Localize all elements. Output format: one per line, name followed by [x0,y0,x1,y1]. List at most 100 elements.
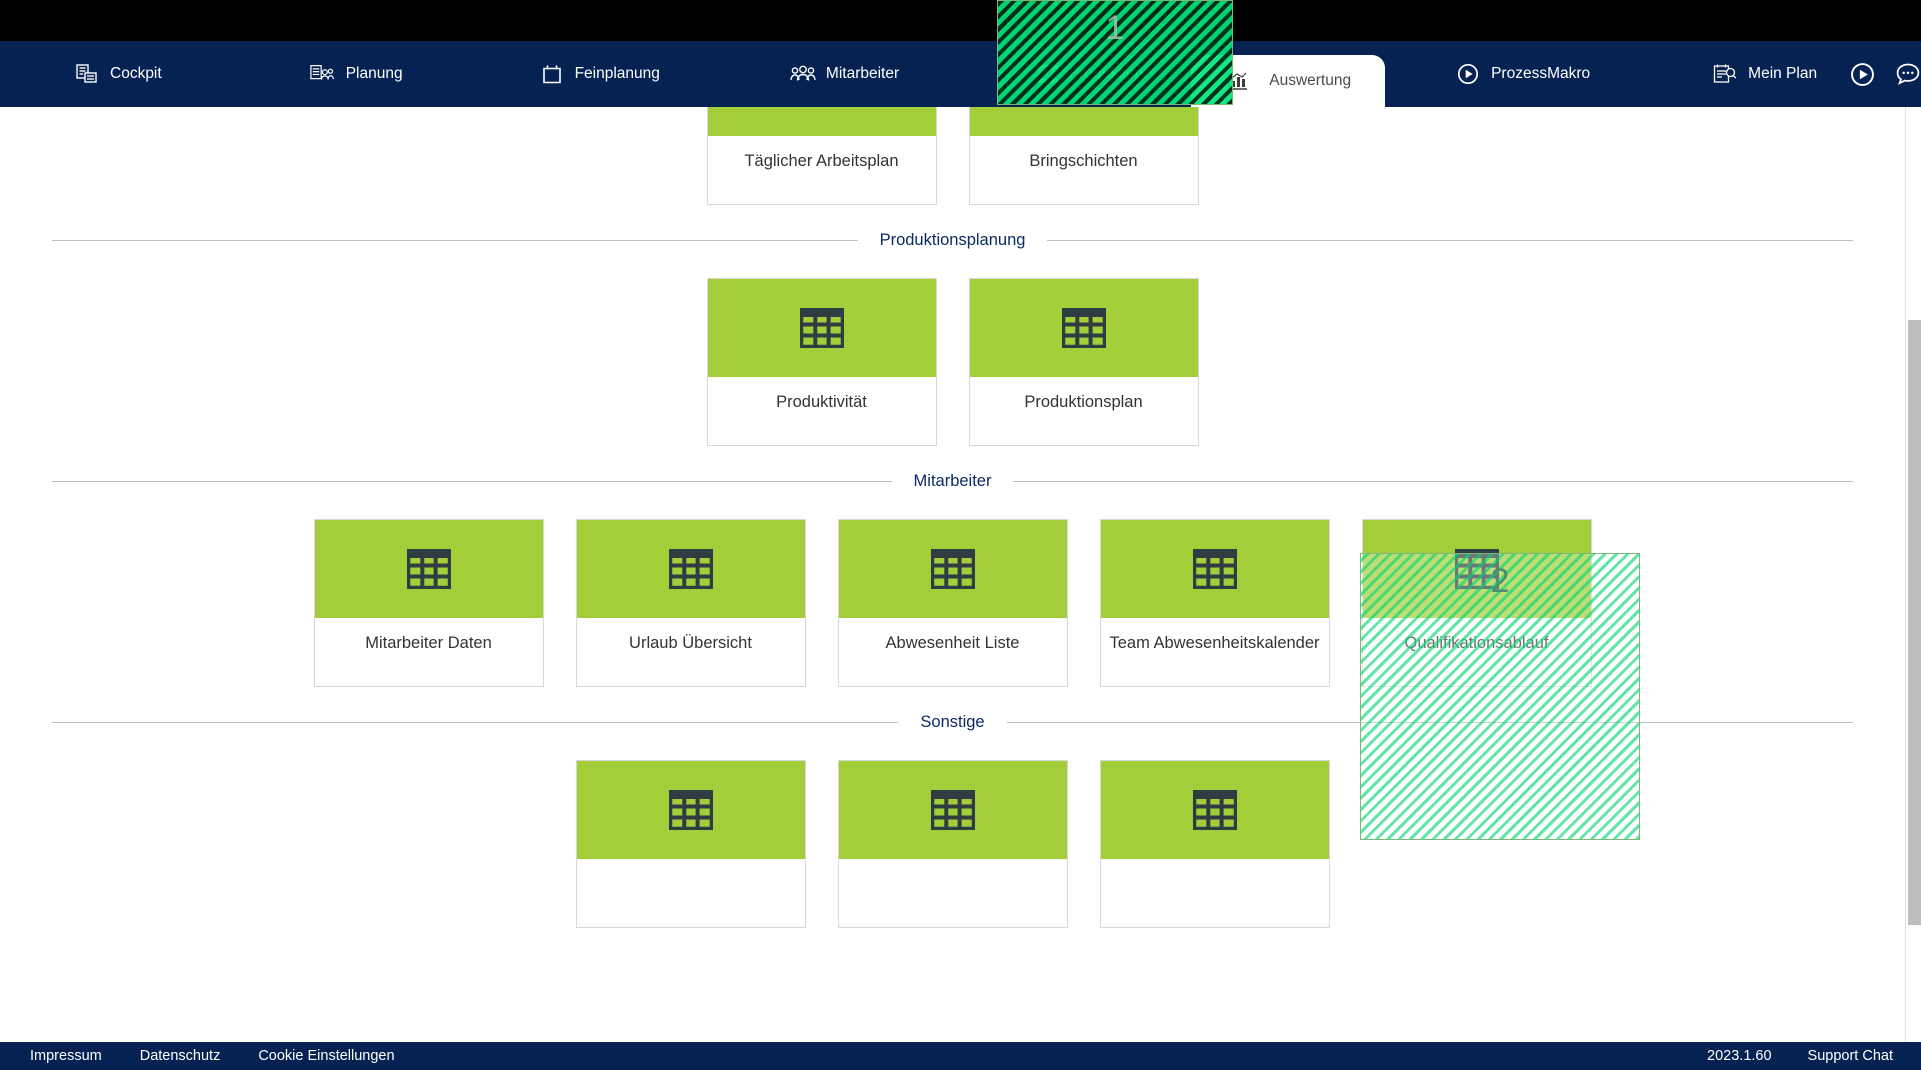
table-grid-icon [1192,549,1237,589]
bar-chart-icon [1225,69,1251,93]
card-label: Urlaub Übersicht [629,634,752,652]
nav-spacer [1385,41,1425,107]
nav-item-label: Planung [345,65,403,82]
card-mitarbeiter-daten[interactable]: Mitarbeiter Daten [313,519,544,687]
nav-item-cockpit[interactable]: Cockpit [44,41,192,107]
report-sections: Täglicher Arbeitsplan [0,107,1905,954]
card-image [969,107,1198,136]
card-bringschichten[interactable]: Bringschichten [968,107,1199,205]
card-label: Mitarbeiter Daten [365,634,492,652]
footer-bar: Impressum Datenschutz Cookie Einstellung… [0,1042,1921,1070]
table-grid-icon [1192,790,1237,830]
card-produktionsplan[interactable]: Produktionsplan [968,278,1199,446]
card-label [577,859,805,927]
card-image [1100,761,1329,859]
section-title: Produktionsplanung [879,231,1026,249]
card-label: Produktivität [776,393,867,411]
table-grid-icon [799,308,844,348]
header-rule-right [1006,722,1853,723]
table-grid-icon [930,549,975,589]
main-navigation-bar: Cockpit Planung [0,41,1921,107]
cockpit-icon [74,62,100,86]
section-mitarbeiter: Mitarbeiter [50,472,1855,713]
card-label: Bringschichten [1029,152,1138,170]
nav-item-mitarbeiter[interactable]: Mitarbeiter [760,41,929,107]
table-grid-icon [668,790,713,830]
play-circle-icon [1455,62,1481,86]
top-black-strip [0,0,1921,41]
nav-item-label: Mitarbeiter [825,65,900,82]
card-label: Produktionsplan [1024,393,1143,411]
card-label: Qualifikationsablauf [1404,634,1549,652]
nav-spacer [1173,41,1191,107]
card-image [969,279,1198,377]
nav-item-planung[interactable]: Planung [280,41,433,107]
section-header: Mitarbeiter [50,472,1855,491]
table-grid-icon [406,549,451,589]
nav-spacer [929,41,1003,107]
nav-right-actions: HS [1847,41,1921,107]
card-row: Produktivität [50,256,1855,472]
card-image [314,520,543,618]
footer-link-cookie-einstellungen[interactable]: Cookie Einstellungen [258,1048,395,1064]
nav-item-prozessmakro[interactable]: ProzessMakro [1425,41,1620,107]
production-icon [1033,62,1059,86]
card-qualifikationsablauf[interactable]: Qualifikationsablauf [1361,519,1592,687]
card-image [838,761,1067,859]
nav-item-produktion[interactable]: Produktion [1003,41,1173,107]
support-chat-link[interactable]: Support Chat [1807,1048,1893,1064]
card-sonstige-1[interactable] [575,760,806,928]
nav-item-label: Mein Plan [1748,65,1818,82]
card-abwesenheit-liste[interactable]: Abwesenheit Liste [837,519,1068,687]
card-produktivitaet[interactable]: Produktivität [706,278,937,446]
header-rule-left [52,481,892,482]
table-grid-icon [1061,308,1106,348]
my-plan-icon [1712,62,1738,86]
footer-link-impressum[interactable]: Impressum [30,1048,102,1064]
nav-item-label: Produktion [1069,65,1144,82]
card-sonstige-3[interactable] [1099,760,1330,928]
section-title: Mitarbeiter [913,472,992,490]
card-row: Täglicher Arbeitsplan [50,107,1855,231]
nav-item-mein-plan[interactable]: Mein Plan [1682,41,1847,107]
card-row [50,738,1855,954]
header-rule-left [52,722,899,723]
nav-item-label: Feinplanung [574,65,660,82]
section-title: Sonstige [920,713,985,731]
header-rule-left [52,240,858,241]
chat-bubble-icon[interactable] [1893,59,1921,89]
card-label [1101,859,1329,927]
nav-spacer [690,41,760,107]
nav-item-auswertung[interactable]: Auswertung [1191,55,1386,107]
nav-item-label: Cockpit [110,65,162,82]
card-image [707,107,936,136]
header-rule-right [1013,481,1854,482]
card-image [1362,520,1591,618]
scrollbar-thumb[interactable] [1908,320,1921,925]
card-label: Team Abwesenheitskalender [1109,634,1320,652]
card-image [838,520,1067,618]
section-sonstige: Sonstige [50,713,1855,954]
footer-link-datenschutz[interactable]: Datenschutz [139,1048,221,1064]
nav-item-label: Auswertung [1269,72,1352,89]
section-produktionsplanung: Produktionsplanung [50,231,1855,472]
card-urlaub-uebersicht[interactable]: Urlaub Übersicht [575,519,806,687]
card-label: Täglicher Arbeitsplan [744,152,899,170]
vertical-scrollbar[interactable] [1905,107,1921,1042]
content-area: Täglicher Arbeitsplan [0,107,1921,1042]
card-image [576,520,805,618]
section-header: Sonstige [50,713,1855,732]
card-team-abwesenheitskalender[interactable]: Team Abwesenheitskalender [1099,519,1330,687]
nav-item-feinplanung[interactable]: Feinplanung [509,41,690,107]
card-taeglicher-arbeitsplan[interactable]: Täglicher Arbeitsplan [706,107,937,205]
nav-spacer [1620,41,1682,107]
table-grid-icon [930,790,975,830]
nav-items: Cockpit Planung [0,41,1847,107]
card-image [576,761,805,859]
header-rule-right [1047,240,1854,241]
play-circle-icon[interactable] [1847,59,1877,89]
planning-icon [310,62,336,86]
card-sonstige-2[interactable] [837,760,1068,928]
section-schichtplanung: Täglicher Arbeitsplan [50,107,1855,231]
